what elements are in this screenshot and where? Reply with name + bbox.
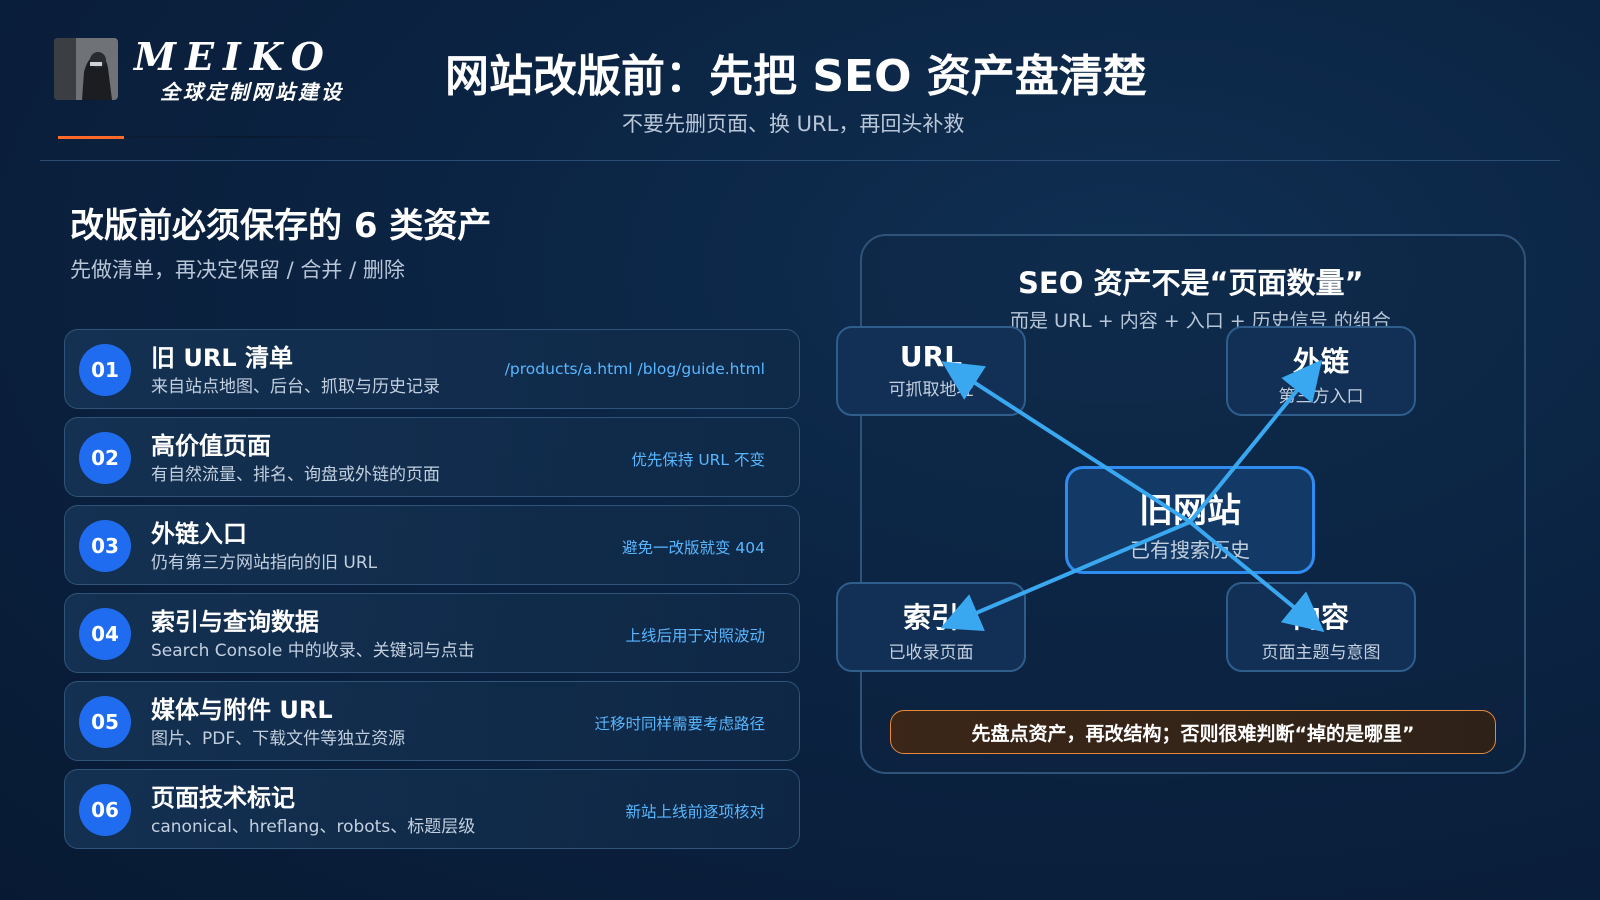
asset-note: 迁移时同样需要考虑路径 (594, 715, 765, 733)
asset-description: canonical、hreflang、robots、标题层级 (151, 817, 476, 837)
node-url: URL 可抓取地址 (836, 326, 1026, 416)
node-title: 旧网站 (1139, 491, 1241, 531)
asset-item-backlinks: 03 外链入口 仍有第三方网站指向的旧 URL 避免一改版就变 404 (64, 505, 800, 585)
asset-title: 索引与查询数据 (151, 608, 319, 636)
asset-title: 页面技术标记 (151, 784, 295, 812)
asset-note: 优先保持 URL 不变 (631, 451, 765, 469)
brand-underline (42, 136, 392, 138)
callout-banner: 先盘点资产，再改结构；否则很难判断“掉的是哪里” (890, 710, 1496, 754)
avatar-figure-icon (54, 38, 118, 100)
section-subtitle: 先做清单，再决定保留 / 合并 / 删除 (70, 258, 405, 282)
asset-item-tech-markup: 06 页面技术标记 canonical、hreflang、robots、标题层级… (64, 769, 800, 849)
asset-description: 来自站点地图、后台、抓取与历史记录 (151, 377, 440, 397)
section-title: 改版前必须保存的 6 类资产 (70, 206, 492, 246)
asset-item-high-value-pages: 02 高价值页面 有自然流量、排名、询盘或外链的页面 优先保持 URL 不变 (64, 417, 800, 497)
node-title: 索引 (902, 601, 959, 634)
node-subtitle: 已有搜索历史 (1130, 538, 1250, 562)
asset-number-badge: 01 (79, 344, 131, 396)
node-title: 外链 (1292, 345, 1349, 378)
node-index: 索引 已收录页面 (836, 582, 1026, 672)
asset-description: 有自然流量、排名、询盘或外链的页面 (151, 465, 440, 485)
asset-description: 仍有第三方网站指向的旧 URL (151, 553, 378, 573)
asset-title: 外链入口 (151, 520, 247, 548)
asset-number-badge: 04 (79, 608, 131, 660)
asset-note: 上线后用于对照波动 (625, 627, 765, 645)
brand-logo: MEIKO 全球定制网站建设 (54, 34, 394, 104)
node-subtitle: 第三方入口 (1278, 387, 1364, 407)
asset-note: 新站上线前逐项核对 (625, 803, 765, 821)
asset-note: /products/a.html /blog/guide.html (504, 360, 765, 378)
asset-item-old-urls: 01 旧 URL 清单 来自站点地图、后台、抓取与历史记录 /products/… (64, 329, 800, 409)
asset-number-badge: 06 (79, 784, 131, 836)
node-subtitle: 已收录页面 (888, 643, 974, 663)
page-title: 网站改版前：先把 SEO 资产盘清楚 (445, 51, 1147, 102)
asset-note: 避免一改版就变 404 (621, 539, 765, 557)
asset-item-index-data: 04 索引与查询数据 Search Console 中的收录、关键词与点击 上线… (64, 593, 800, 673)
asset-description: Search Console 中的收录、关键词与点击 (151, 641, 475, 661)
node-backlink: 外链 第三方入口 (1226, 326, 1416, 416)
node-title: 内容 (1292, 601, 1349, 634)
brand-accent-bar (58, 136, 124, 139)
asset-title: 旧 URL 清单 (151, 344, 293, 372)
node-title: URL (899, 340, 963, 373)
asset-number-badge: 05 (79, 696, 131, 748)
node-content: 内容 页面主题与意图 (1226, 582, 1416, 672)
node-subtitle: 页面主题与意图 (1261, 643, 1381, 663)
node-subtitle: 可抓取地址 (888, 380, 974, 400)
node-old-site: 旧网站 已有搜索历史 (1065, 466, 1315, 574)
page-subtitle: 不要先删页面、换 URL，再回头补救 (622, 112, 965, 136)
asset-number-badge: 02 (79, 432, 131, 484)
brand-tagline: 全球定制网站建设 (160, 80, 344, 104)
avatar (54, 38, 118, 100)
asset-title: 高价值页面 (151, 432, 271, 460)
asset-title: 媒体与附件 URL (151, 696, 333, 724)
brand-name: MEIKO (134, 34, 333, 79)
asset-number-badge: 03 (79, 520, 131, 572)
asset-item-media-urls: 05 媒体与附件 URL 图片、PDF、下载文件等独立资源 迁移时同样需要考虑路… (64, 681, 800, 761)
header-divider (40, 160, 1560, 161)
diagram-title: SEO 资产不是“页面数量” (1018, 266, 1364, 300)
asset-list: 01 旧 URL 清单 来自站点地图、后台、抓取与历史记录 /products/… (64, 329, 800, 857)
asset-description: 图片、PDF、下载文件等独立资源 (151, 729, 406, 749)
